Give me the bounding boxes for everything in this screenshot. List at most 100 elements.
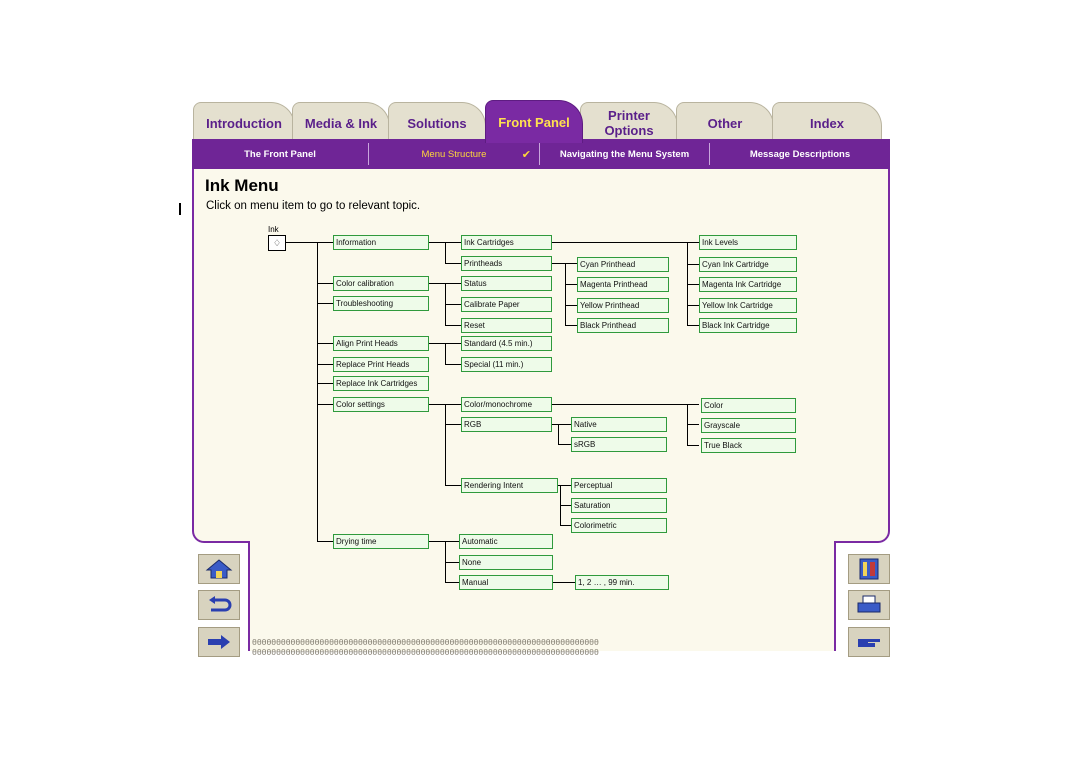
tab-media-ink[interactable]: Media & Ink (292, 102, 390, 143)
next-page-button[interactable] (198, 627, 240, 657)
subnav-navigating-menu[interactable]: Navigating the Menu System (540, 139, 709, 169)
menu-item-manual[interactable]: Manual (459, 575, 553, 590)
tab-label: Index (810, 115, 844, 131)
connector (560, 505, 571, 506)
menu-item-black-printhead[interactable]: Black Printhead (577, 318, 669, 333)
page-title: Ink Menu (205, 176, 279, 195)
connector (445, 263, 461, 264)
menu-item-magenta-ink-cartridge[interactable]: Magenta Ink Cartridge (699, 277, 797, 292)
contents-button[interactable] (848, 554, 890, 584)
page-edge-decoration: ӨӨӨӨӨӨӨӨӨӨӨӨӨӨӨӨӨӨӨӨӨӨӨӨӨӨӨӨӨӨӨӨӨӨӨӨӨӨӨӨ… (252, 638, 599, 647)
menu-item-drying-time[interactable]: Drying time (333, 534, 429, 549)
menu-item-srgb[interactable]: sRGB (571, 437, 667, 452)
menu-item-color-settings[interactable]: Color settings (333, 397, 429, 412)
forward-button[interactable] (848, 627, 890, 657)
menu-item-yellow-printhead[interactable]: Yellow Printhead (577, 298, 669, 313)
subnav-front-panel[interactable]: The Front Panel (192, 139, 368, 169)
book-icon (859, 558, 879, 580)
menu-item-cyan-printhead[interactable]: Cyan Printhead (577, 257, 669, 272)
connector (565, 284, 577, 285)
connector (556, 485, 571, 486)
connector (285, 242, 333, 243)
tab-solutions[interactable]: Solutions (388, 102, 486, 143)
connector (565, 263, 566, 325)
tab-other[interactable]: Other (676, 102, 774, 143)
subnav-menu-structure[interactable]: Menu Structure ✔ (369, 139, 539, 169)
menu-item-replace-ink-cartridges[interactable]: Replace Ink Cartridges (333, 376, 429, 391)
ink-drops-icon[interactable]: ♢ (268, 235, 286, 251)
menu-item-ink-cartridges[interactable]: Ink Cartridges (461, 235, 552, 250)
connector (687, 445, 699, 446)
menu-item-replace-print-heads[interactable]: Replace Print Heads (333, 357, 429, 372)
connector (317, 364, 333, 365)
back-button[interactable] (198, 590, 240, 620)
connector (550, 424, 571, 425)
home-button[interactable] (198, 554, 240, 584)
connector (427, 242, 461, 243)
subnav-label: Menu Structure (421, 148, 487, 160)
menu-item-rendering-intent[interactable]: Rendering Intent (461, 478, 558, 493)
connector (445, 404, 446, 486)
menu-item-reset[interactable]: Reset (461, 318, 552, 333)
print-button[interactable] (848, 590, 890, 620)
menu-item-color-calibration[interactable]: Color calibration (333, 276, 429, 291)
subnav-label: The Front Panel (244, 148, 316, 160)
connector (317, 283, 333, 284)
tab-index[interactable]: Index (772, 102, 882, 143)
menu-item-grayscale[interactable]: Grayscale (701, 418, 796, 433)
menu-item-special[interactable]: Special (11 min.) (461, 357, 552, 372)
menu-item-magenta-printhead[interactable]: Magenta Printhead (577, 277, 669, 292)
menu-item-cyan-ink-cartridge[interactable]: Cyan Ink Cartridge (699, 257, 797, 272)
menu-item-saturation[interactable]: Saturation (571, 498, 667, 513)
connector (317, 404, 333, 405)
menu-item-true-black[interactable]: True Black (701, 438, 796, 453)
connector (560, 525, 571, 526)
connector (427, 343, 461, 344)
subnav-divider (709, 143, 710, 165)
connector (445, 343, 446, 365)
subnav-label: Message Descriptions (749, 148, 851, 160)
connector (445, 325, 461, 326)
menu-item-printheads[interactable]: Printheads (461, 256, 552, 271)
menu-item-automatic[interactable]: Automatic (459, 534, 553, 549)
menu-item-status[interactable]: Status (461, 276, 552, 291)
connector (550, 263, 577, 264)
menu-item-colorimetric[interactable]: Colorimetric (571, 518, 667, 533)
menu-item-manual-range[interactable]: 1, 2 … , 99 min. (575, 575, 669, 590)
pointing-hand-icon (858, 639, 880, 647)
connector (558, 444, 571, 445)
menu-item-rgb[interactable]: RGB (461, 417, 552, 432)
menu-item-native[interactable]: Native (571, 417, 667, 432)
tab-introduction[interactable]: Introduction (193, 102, 295, 143)
page-edge-decoration: ӨӨӨӨӨӨӨӨӨӨӨӨӨӨӨӨӨӨӨӨӨӨӨӨӨӨӨӨӨӨӨӨӨӨӨӨӨӨӨӨ… (252, 648, 599, 657)
menu-item-perceptual[interactable]: Perceptual (571, 478, 667, 493)
connector (427, 404, 461, 405)
menu-item-yellow-ink-cartridge[interactable]: Yellow Ink Cartridge (699, 298, 797, 313)
tab-label: Introduction (206, 115, 282, 131)
menu-item-calibrate-paper[interactable]: Calibrate Paper (461, 297, 552, 312)
connector (317, 343, 333, 344)
menu-item-align-print-heads[interactable]: Align Print Heads (333, 336, 429, 351)
connector (317, 541, 333, 542)
subnav-message-descriptions[interactable]: Message Descriptions (710, 139, 890, 169)
menu-item-color[interactable]: Color (701, 398, 796, 413)
menu-item-color-monochrome[interactable]: Color/monochrome (461, 397, 552, 412)
menu-item-information[interactable]: Information (333, 235, 429, 250)
tab-label: Media & Ink (304, 115, 378, 131)
next-page-icon (208, 635, 230, 649)
connector (687, 404, 688, 446)
tab-front-panel[interactable]: Front Panel (485, 100, 583, 143)
menu-item-black-ink-cartridge[interactable]: Black Ink Cartridge (699, 318, 797, 333)
menu-item-standard[interactable]: Standard (4.5 min.) (461, 336, 552, 351)
change-bar (179, 203, 181, 215)
connector (445, 242, 446, 264)
tab-printer-options[interactable]: Printer Options (580, 102, 678, 143)
menu-item-none[interactable]: None (459, 555, 553, 570)
connector (445, 485, 461, 486)
connector (687, 325, 699, 326)
menu-item-ink-levels[interactable]: Ink Levels (699, 235, 797, 250)
connector (317, 303, 333, 304)
connector (445, 582, 459, 583)
menu-item-troubleshooting[interactable]: Troubleshooting (333, 296, 429, 311)
subnav-divider (539, 143, 540, 165)
